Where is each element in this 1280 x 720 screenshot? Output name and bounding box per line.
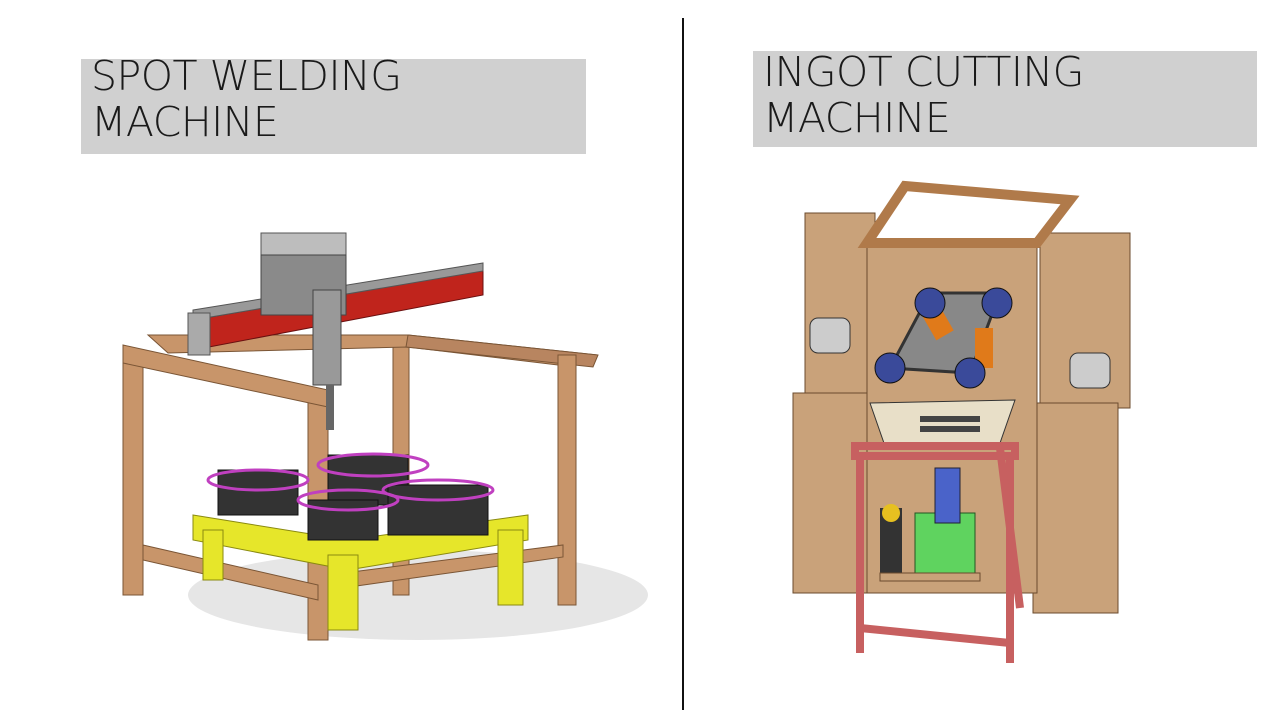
vertical-divider (682, 18, 684, 710)
title-line: MACHINE (91, 98, 279, 146)
spot-welding-machine-image (122, 232, 648, 641)
title-line: MACHINE (763, 94, 951, 142)
title-line: SPOT WELDING (91, 52, 402, 100)
ingot-cutting-title: INGOT CUTTING MACHINE (753, 48, 1257, 147)
spot-welding-title: SPOT WELDING MACHINE (81, 53, 586, 154)
ingot-cutting-machine-image (792, 180, 1131, 663)
title-line: INGOT CUTTING (763, 48, 1084, 96)
